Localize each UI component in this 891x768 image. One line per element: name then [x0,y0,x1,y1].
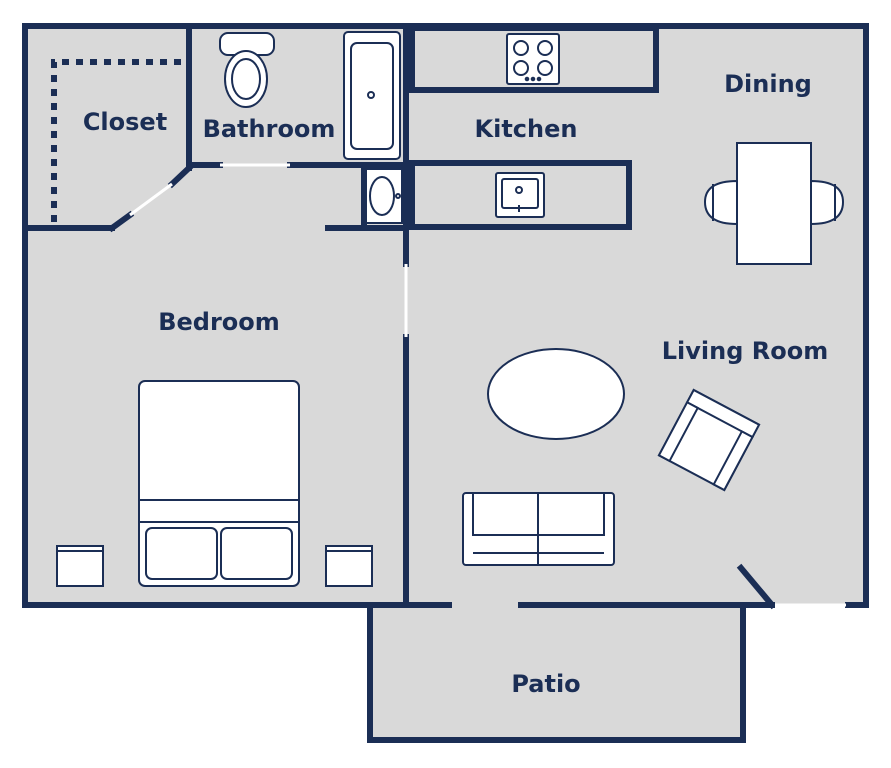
living-room-label: Living Room [662,337,828,365]
coffee-table-icon [487,348,625,440]
sofa-icon [462,492,615,566]
dining-label: Dining [724,70,812,98]
kitchen-label: Kitchen [475,115,578,143]
patio-floor [370,606,743,740]
door-openings [129,163,846,607]
bed-icon [138,380,300,587]
sink-icon [495,172,545,218]
bathtub-icon [343,31,401,160]
closet-shelf-line [51,59,183,222]
nightstand-icon [56,545,104,587]
vanity-sink-icon [365,168,403,224]
dining-table-icon [703,142,845,265]
walls [22,23,869,743]
nightstand-icon [325,545,373,587]
bedroom-label: Bedroom [158,308,280,336]
bathroom-label: Bathroom [203,115,336,143]
patio-label: Patio [511,670,580,698]
closet-label: Closet [83,108,167,136]
toilet-icon [219,32,275,108]
armchair-icon [657,388,761,492]
stove-icon [506,33,560,85]
